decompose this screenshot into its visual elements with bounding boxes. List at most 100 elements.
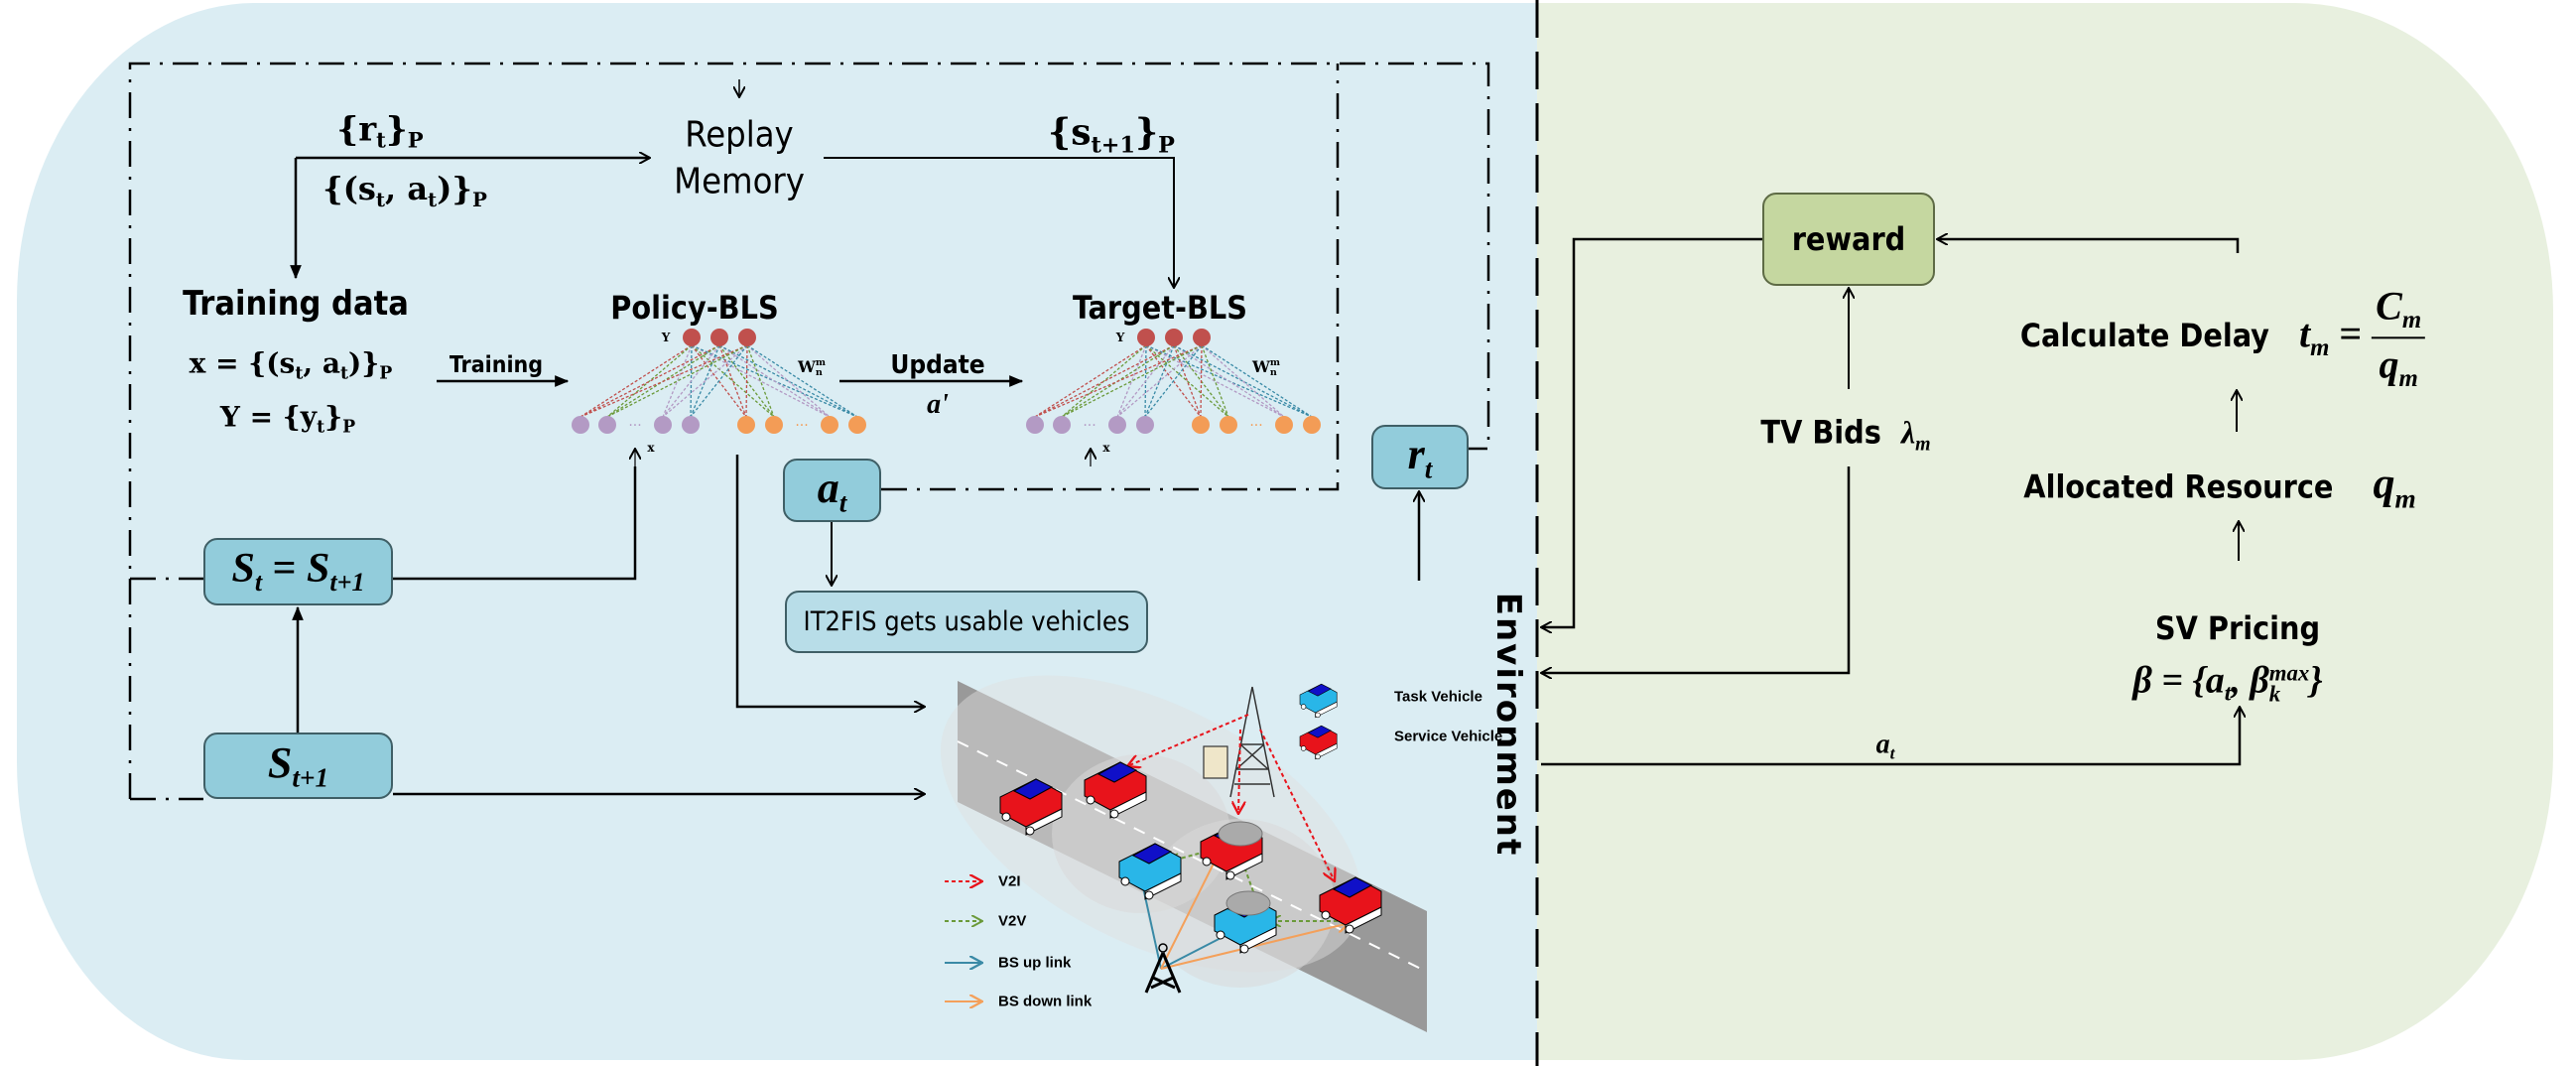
training-data-title: Training data bbox=[183, 284, 409, 324]
bs-tower-icon bbox=[1144, 943, 1182, 994]
outer-frame bbox=[128, 62, 1490, 801]
target-weight-line bbox=[1144, 344, 1175, 418]
target-weight-line bbox=[1116, 344, 1203, 418]
policy-weight-line bbox=[580, 344, 693, 418]
next-state-box[interactable]: St+1 bbox=[203, 733, 393, 799]
state-to-policy-arrow bbox=[393, 466, 637, 581]
training-y-equation: Y = {yt}P bbox=[219, 400, 356, 438]
policy-enhancement-node bbox=[572, 416, 589, 434]
target-bls-title: Target-BLS bbox=[1072, 289, 1248, 327]
legend-bs-uplink: BS up link bbox=[998, 954, 1072, 972]
policy-weight-line bbox=[690, 344, 720, 418]
replay-to-target-arrow bbox=[824, 157, 1174, 288]
env-action-arrow bbox=[1541, 707, 2240, 766]
policy-output-label: Y bbox=[661, 331, 671, 344]
tv-bids: TV Bids λm bbox=[1760, 413, 1931, 456]
policy-weight-line bbox=[580, 344, 748, 418]
target-weight-line bbox=[1061, 344, 1203, 418]
environment-label: Environment bbox=[1488, 592, 1528, 858]
reward-signal-box[interactable]: rt bbox=[1371, 425, 1469, 489]
policy-bls-title: Policy-BLS bbox=[610, 289, 779, 327]
policy-enhancement-node bbox=[598, 416, 616, 434]
target-enhancement-node bbox=[1053, 416, 1071, 434]
policy-weight-line bbox=[662, 344, 693, 418]
cloud-icon bbox=[1218, 821, 1263, 847]
policy-output-node bbox=[683, 329, 701, 346]
policy-enhancement-node bbox=[682, 416, 700, 434]
allocated-resource: Allocated Resource qm bbox=[2023, 459, 2416, 514]
policy-feature-node bbox=[848, 416, 866, 434]
bids-to-env-arrow bbox=[1541, 466, 1851, 673]
inner-frame bbox=[881, 64, 1340, 491]
policy-weight-line bbox=[662, 344, 748, 418]
reward-box[interactable]: reward bbox=[1762, 193, 1935, 286]
policy-to-scene-arrow bbox=[735, 455, 925, 707]
next-state-set: {st+1}P bbox=[1048, 111, 1175, 159]
policy-output-node bbox=[738, 329, 756, 346]
target-ellipsis: ··· bbox=[1083, 418, 1095, 434]
target-enhancement-node bbox=[1026, 416, 1044, 434]
target-output-node bbox=[1165, 329, 1183, 346]
target-feature-node bbox=[1303, 416, 1321, 434]
policy-weight-line bbox=[746, 344, 775, 418]
reward-to-env-arrow bbox=[1541, 237, 1762, 627]
target-weight-line bbox=[1173, 344, 1313, 418]
target-weight-line bbox=[1144, 344, 1203, 418]
it2fis-box[interactable]: IT2FIS gets usable vehicles bbox=[785, 591, 1148, 653]
policy-weight-line bbox=[580, 344, 720, 418]
update-param: a' bbox=[927, 389, 949, 420]
env-action-label: at bbox=[1875, 729, 1895, 763]
training-x-equation: x = {(st, at)}P bbox=[189, 346, 393, 384]
legend-task-vehicle: Task Vehicle bbox=[1394, 688, 1482, 706]
replay-memory-line1: Replay bbox=[685, 114, 794, 156]
target-weight-line bbox=[1034, 344, 1175, 418]
legend-v2i: V2I bbox=[998, 872, 1021, 890]
target-weight-line bbox=[1116, 344, 1147, 418]
environment-panel bbox=[1537, 3, 2553, 1060]
target-feature-node bbox=[1220, 416, 1237, 434]
legend-v2v: V2V bbox=[998, 912, 1027, 930]
sv-pricing-label: SV Pricing bbox=[2154, 609, 2321, 647]
legend-task-vehicle-icon bbox=[1299, 683, 1338, 719]
policy-feature-node bbox=[821, 416, 838, 434]
legend-bs-downlink: BS down link bbox=[998, 993, 1093, 1010]
policy-ellipsis: ··· bbox=[795, 418, 808, 434]
policy-output-node bbox=[710, 329, 728, 346]
action-box[interactable]: at bbox=[783, 459, 881, 522]
target-weight-line bbox=[1034, 344, 1147, 418]
target-input-label: x bbox=[1102, 441, 1110, 455]
target-weight-line bbox=[1200, 344, 1203, 418]
policy-enhancement-node bbox=[654, 416, 672, 434]
policy-weight-line bbox=[606, 344, 748, 418]
state-action-set: {(st, at)}P bbox=[322, 170, 487, 211]
training-label: Training bbox=[449, 352, 544, 378]
delay-to-reward-arrow bbox=[1937, 239, 2240, 253]
legend-service-vehicle: Service Vehicle bbox=[1394, 728, 1503, 745]
update-label: Update bbox=[890, 350, 985, 380]
state-update-box[interactable]: St = St+1 bbox=[203, 538, 393, 605]
policy-feature-node bbox=[737, 416, 755, 434]
target-weight-line bbox=[1145, 344, 1229, 418]
target-weight-line bbox=[1201, 344, 1285, 418]
policy-weight-line bbox=[606, 344, 693, 418]
policy-weight-line bbox=[746, 344, 831, 418]
legend-service-vehicle-icon bbox=[1299, 725, 1338, 760]
policy-weight-line bbox=[690, 344, 748, 418]
policy-weight-line bbox=[745, 344, 748, 418]
target-enhancement-node bbox=[1108, 416, 1126, 434]
target-enhancement-node bbox=[1136, 416, 1154, 434]
target-weight-line bbox=[1201, 344, 1313, 418]
target-output-label: Y bbox=[1115, 331, 1125, 344]
policy-input-label: x bbox=[647, 441, 655, 455]
policy-weight-line bbox=[662, 344, 720, 418]
target-feature-node bbox=[1275, 416, 1293, 434]
target-feature-node bbox=[1192, 416, 1210, 434]
cell-tower-icon bbox=[1229, 686, 1275, 798]
policy-weight-line bbox=[691, 344, 775, 418]
target-weight-line bbox=[1061, 344, 1147, 418]
